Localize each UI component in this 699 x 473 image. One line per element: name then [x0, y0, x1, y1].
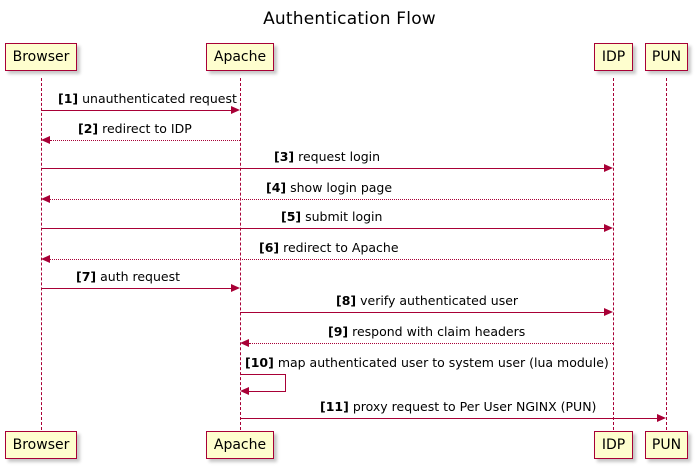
- arrowhead-5: [604, 224, 613, 232]
- message-label-8: [8] verify authenticated user: [336, 293, 518, 308]
- participant-label: IDP: [601, 49, 626, 65]
- arrowhead-3: [604, 164, 613, 172]
- message-number: [1]: [58, 91, 79, 106]
- message-text: submit login: [305, 209, 383, 224]
- participant-browser-bottom[interactable]: Browser: [5, 431, 77, 459]
- message-arrow-1: [41, 110, 231, 111]
- message-number: [8]: [336, 293, 357, 308]
- participant-idp-bottom[interactable]: IDP: [594, 431, 633, 459]
- arrowhead-6: [41, 255, 50, 263]
- message-text: redirect to Apache: [283, 240, 399, 255]
- participant-label: Browser: [12, 49, 70, 65]
- participant-idp-top[interactable]: IDP: [594, 43, 633, 71]
- message-text: redirect to IDP: [102, 121, 192, 136]
- lifeline-apache: [240, 78, 241, 430]
- participant-pun-top[interactable]: PUN: [645, 43, 688, 71]
- participant-label: Apache: [213, 49, 267, 65]
- message-label-7: [7] auth request: [76, 269, 180, 284]
- message-number: [3]: [274, 149, 295, 164]
- participant-pun-bottom[interactable]: PUN: [645, 431, 688, 459]
- message-number: [10]: [245, 355, 274, 370]
- message-text: show login page: [290, 180, 393, 195]
- message-number: [7]: [76, 269, 97, 284]
- message-number: [6]: [259, 240, 280, 255]
- participant-label: PUN: [651, 49, 682, 65]
- message-label-10: [10] map authenticated user to system us…: [245, 355, 609, 370]
- message-label-4: [4] show login page: [266, 180, 392, 195]
- message-number: [4]: [266, 180, 287, 195]
- arrowhead-9: [240, 339, 249, 347]
- arrowhead-1: [231, 106, 240, 114]
- message-arrow-5: [41, 228, 604, 229]
- arrowhead-2: [41, 136, 50, 144]
- arrowhead-4: [41, 195, 50, 203]
- message-selfloop-10-side: [285, 374, 286, 391]
- message-label-6: [6] redirect to Apache: [259, 240, 399, 255]
- participant-label: Apache: [213, 437, 267, 453]
- message-label-11: [11] proxy request to Per User NGINX (PU…: [320, 399, 596, 414]
- message-arrow-3: [41, 168, 604, 169]
- message-arrow-11: [240, 418, 657, 419]
- participant-label: PUN: [651, 437, 682, 453]
- message-number: [11]: [320, 399, 349, 414]
- arrowhead-10: [240, 387, 249, 395]
- message-label-3: [3] request login: [274, 149, 380, 164]
- message-text: auth request: [100, 269, 181, 284]
- message-text: unauthenticated request: [82, 91, 237, 106]
- arrowhead-11: [657, 414, 666, 422]
- message-number: [9]: [328, 324, 349, 339]
- message-text: respond with claim headers: [352, 324, 526, 339]
- participant-label: Browser: [12, 437, 70, 453]
- message-text: request login: [298, 149, 381, 164]
- arrowhead-8: [604, 308, 613, 316]
- message-arrow-4: [50, 199, 613, 200]
- message-text: proxy request to Per User NGINX (PUN): [352, 399, 597, 414]
- arrowhead-7: [231, 284, 240, 292]
- message-label-2: [2] redirect to IDP: [78, 121, 192, 136]
- message-arrow-6: [50, 259, 613, 260]
- lifeline-idp: [613, 78, 614, 430]
- participant-apache-bottom[interactable]: Apache: [206, 431, 274, 459]
- lifeline-pun: [666, 78, 667, 430]
- message-selfloop-10-bottom: [249, 391, 286, 392]
- message-arrow-8: [240, 312, 604, 313]
- participant-browser-top[interactable]: Browser: [5, 43, 77, 71]
- message-arrow-9: [249, 343, 613, 344]
- message-number: [5]: [281, 209, 302, 224]
- message-arrow-7: [41, 288, 231, 289]
- message-label-1: [1] unauthenticated request: [58, 91, 237, 106]
- participant-apache-top[interactable]: Apache: [206, 43, 274, 71]
- message-selfloop-10-top: [240, 374, 285, 375]
- participant-label: IDP: [601, 437, 626, 453]
- lifeline-browser: [41, 78, 42, 430]
- message-label-5: [5] submit login: [281, 209, 382, 224]
- message-text: verify authenticated user: [360, 293, 519, 308]
- message-arrow-2: [50, 140, 240, 141]
- message-text: map authenticated user to system user (l…: [277, 355, 609, 370]
- message-label-9: [9] respond with claim headers: [328, 324, 525, 339]
- message-number: [2]: [78, 121, 99, 136]
- diagram-title: Authentication Flow: [263, 9, 436, 29]
